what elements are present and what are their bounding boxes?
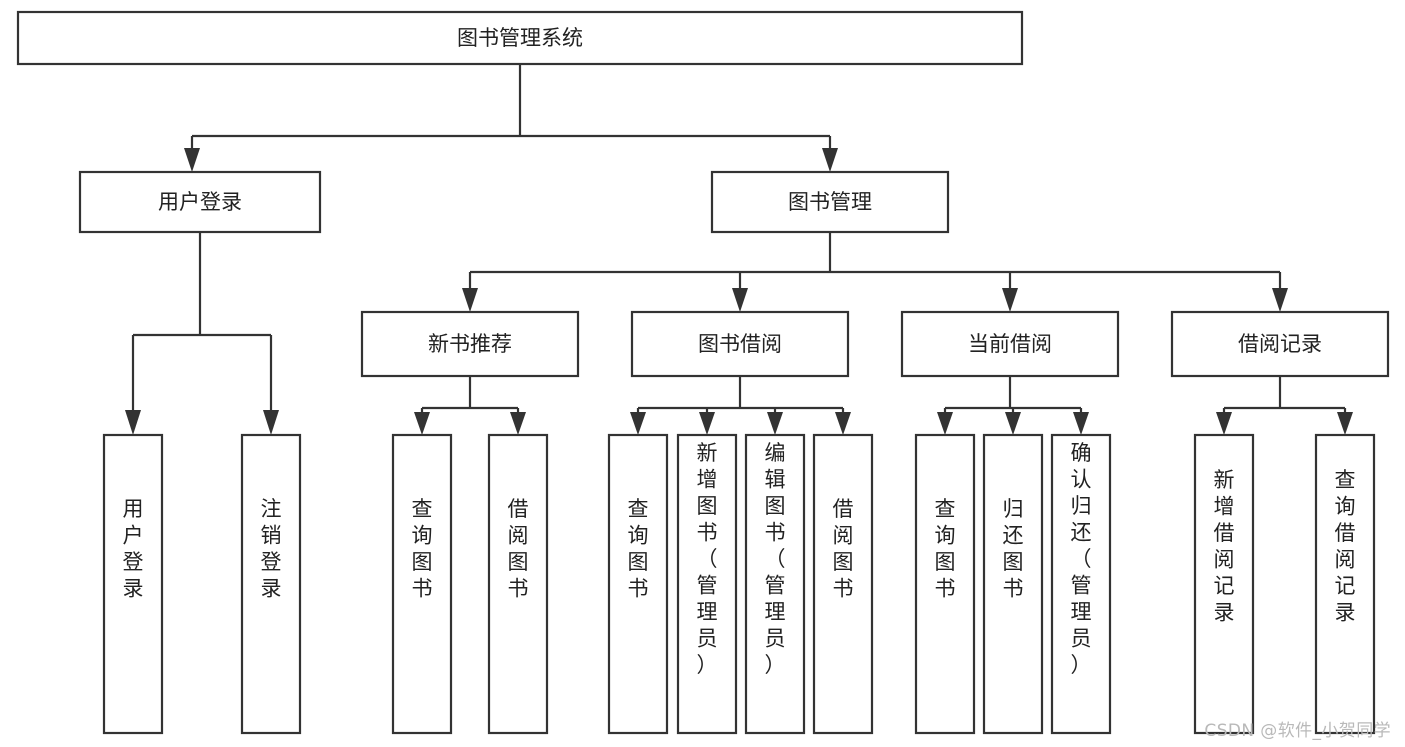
- arrow-leaf-add-record: [1216, 412, 1232, 435]
- node-leaf-borrow-book-1-label: 借阅图书: [508, 497, 529, 601]
- node-leaf-query-book-3-box[interactable]: [914, 433, 976, 735]
- node-leaf-confirm-return-box[interactable]: [1050, 433, 1112, 735]
- node-borrow-record-label: 借阅记录: [1238, 332, 1322, 356]
- arrow-leaf-query-book-1: [414, 412, 430, 435]
- node-leaf-add-record-box[interactable]: [1193, 433, 1255, 735]
- node-leaf-add-record-label: 新增借阅记录: [1214, 468, 1235, 625]
- node-leaf-edit-book-label: 编辑图书（管理员）: [765, 441, 786, 677]
- node-leaf-return-book[interactable]: 归还图书: [982, 433, 1044, 735]
- node-book-borrow-label: 图书借阅: [698, 332, 782, 356]
- node-leaf-query-book-1[interactable]: 查询图书: [391, 433, 453, 735]
- arrow-book-borrow: [732, 288, 748, 312]
- node-leaf-query-record-label: 查询借阅记录: [1335, 468, 1356, 625]
- arrow-leaf-add-book: [699, 412, 715, 435]
- node-user-login[interactable]: 用户登录: [78, 170, 322, 234]
- arrow-leaf-edit-book: [767, 412, 783, 435]
- node-leaf-return-book-box[interactable]: [982, 433, 1044, 735]
- node-current-borrow-label: 当前借阅: [968, 332, 1052, 356]
- node-book-manage-label: 图书管理: [788, 190, 872, 214]
- node-leaf-add-book-box[interactable]: [676, 433, 738, 735]
- node-leaf-confirm-return-label: 确认归还（管理员）: [1071, 441, 1092, 677]
- node-leaf-query-record[interactable]: 查询借阅记录: [1314, 433, 1376, 735]
- node-current-borrow[interactable]: 当前借阅: [900, 310, 1120, 378]
- arrow-leaf-borrow-book-1: [510, 412, 526, 435]
- node-leaf-user-login-box[interactable]: [102, 433, 164, 735]
- node-leaf-borrow-book-2-box[interactable]: [812, 433, 874, 735]
- node-leaf-query-book-3-label: 查询图书: [935, 497, 956, 601]
- arrow-leaf-query-book-3: [937, 412, 953, 435]
- node-leaf-confirm-return[interactable]: 确认归还（管理员）: [1050, 433, 1112, 735]
- node-leaf-query-book-1-label: 查询图书: [412, 497, 433, 601]
- node-leaf-query-book-2-box[interactable]: [607, 433, 669, 735]
- arrow-leaf-query-record: [1337, 412, 1353, 435]
- node-leaf-borrow-book-2-label: 借阅图书: [833, 497, 854, 601]
- arrow-leaf-confirm-return: [1073, 412, 1089, 435]
- node-leaf-borrow-book-1-box[interactable]: [487, 433, 549, 735]
- node-root[interactable]: 图书管理系统: [16, 10, 1024, 66]
- node-root-label: 图书管理系统: [457, 26, 583, 50]
- node-leaf-borrow-book-2[interactable]: 借阅图书: [812, 433, 874, 735]
- arrow-leaf-query-book-2: [630, 412, 646, 435]
- node-new-book-rec-label: 新书推荐: [428, 332, 512, 356]
- node-leaf-logout-login[interactable]: 注销登录: [240, 433, 302, 735]
- node-leaf-user-login-label: 用户登录: [123, 497, 144, 601]
- node-leaf-add-record[interactable]: 新增借阅记录: [1193, 433, 1255, 735]
- node-leaf-query-book-1-box[interactable]: [391, 433, 453, 735]
- node-leaf-user-login[interactable]: 用户登录: [102, 433, 164, 735]
- arrow-new-book-rec: [462, 288, 478, 312]
- node-leaf-query-record-box[interactable]: [1314, 433, 1376, 735]
- node-borrow-record-box[interactable]: [1170, 310, 1390, 378]
- node-leaf-query-book-2-label: 查询图书: [628, 497, 649, 601]
- arrow-leaf-user-login: [125, 410, 141, 435]
- node-leaf-query-book-2[interactable]: 查询图书: [607, 433, 669, 735]
- node-leaf-query-book-3[interactable]: 查询图书: [914, 433, 976, 735]
- node-leaf-add-book-label: 新增图书（管理员）: [697, 441, 718, 677]
- node-leaf-return-book-label: 归还图书: [1003, 497, 1024, 601]
- arrow-book-manage: [822, 148, 838, 172]
- arrow-leaf-return-book: [1005, 412, 1021, 435]
- arrow-current-borrow: [1002, 288, 1018, 312]
- node-leaf-logout-login-box[interactable]: [240, 433, 302, 735]
- node-root-box[interactable]: [16, 10, 1024, 66]
- node-user-login-box[interactable]: [78, 170, 322, 234]
- connector-group: [125, 64, 1353, 435]
- node-leaf-edit-book[interactable]: 编辑图书（管理员）: [744, 433, 806, 735]
- node-leaf-borrow-book-1[interactable]: 借阅图书: [487, 433, 549, 735]
- node-book-manage[interactable]: 图书管理: [710, 170, 950, 234]
- arrow-borrow-record: [1272, 288, 1288, 312]
- node-book-borrow-box[interactable]: [630, 310, 850, 378]
- node-leaf-add-book[interactable]: 新增图书（管理员）: [676, 433, 738, 735]
- node-book-manage-box[interactable]: [710, 170, 950, 234]
- arrow-leaf-logout-login: [263, 410, 279, 435]
- node-book-borrow[interactable]: 图书借阅: [630, 310, 850, 378]
- arrow-leaf-borrow-book-2: [835, 412, 851, 435]
- node-current-borrow-box[interactable]: [900, 310, 1120, 378]
- node-leaf-logout-login-label: 注销登录: [261, 497, 282, 601]
- node-user-login-label: 用户登录: [158, 190, 242, 214]
- node-borrow-record[interactable]: 借阅记录: [1170, 310, 1390, 378]
- node-leaf-edit-book-box[interactable]: [744, 433, 806, 735]
- node-new-book-rec[interactable]: 新书推荐: [360, 310, 580, 378]
- arrow-user-login: [184, 148, 200, 172]
- node-new-book-rec-box[interactable]: [360, 310, 580, 378]
